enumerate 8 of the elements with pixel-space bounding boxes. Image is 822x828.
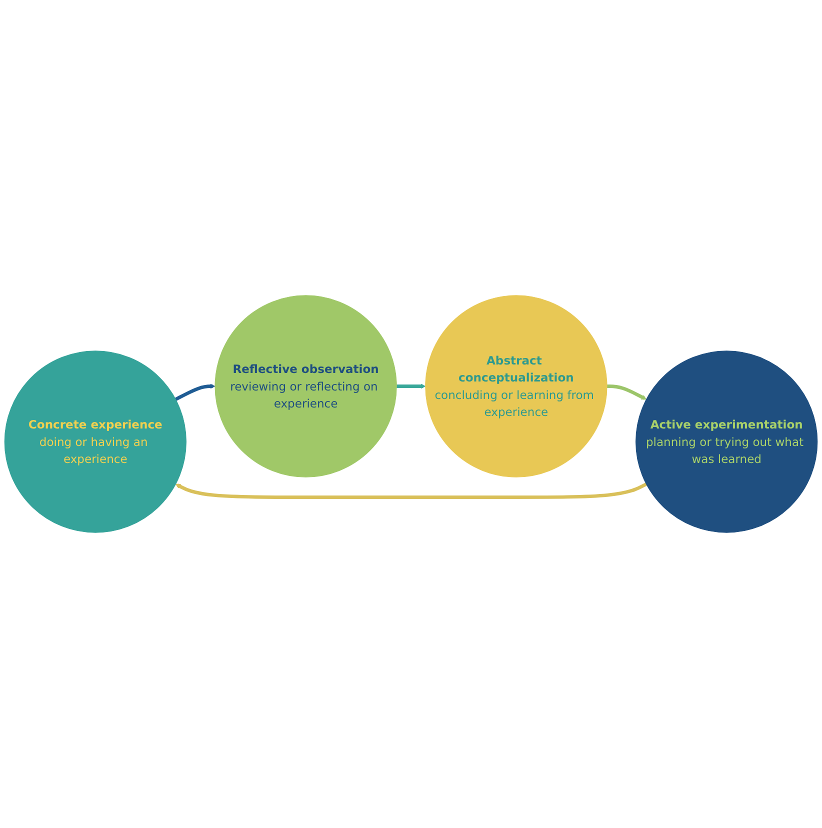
arrow [174,384,216,401]
node-circle: Concrete experience doing or having an experience [4,350,186,533]
node-circle: Reflective observation reviewing or reflecting on experience [214,295,397,478]
arrow [175,482,648,499]
arrow [396,384,426,389]
arrow [607,384,647,400]
node-circle: Abstract conceptualization concluding or learning from experience [425,295,608,478]
node-circle: Active experimentation planning or trying out what was learned [636,350,818,533]
